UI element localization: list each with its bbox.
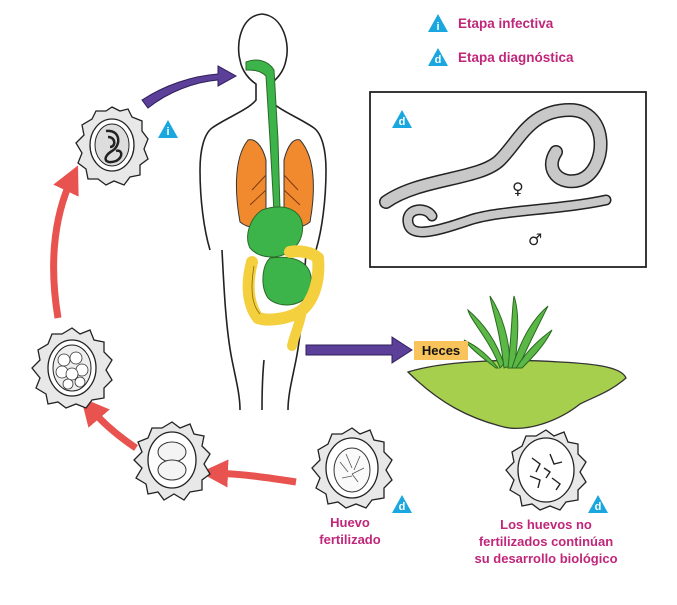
- arrow-fertilized-to-embryo: [200, 459, 297, 488]
- legend-diagnostic-label: Etapa diagnóstica: [458, 50, 574, 65]
- unfertilized-caption-line: su desarrollo biológico: [474, 551, 618, 566]
- legend-infective-letter: i: [436, 21, 439, 33]
- female-symbol: ♀: [512, 179, 524, 198]
- diagnostic-worm-marker: d: [392, 110, 412, 128]
- arrow-egg-to-larva: [50, 165, 79, 319]
- unfertilized-caption-line: fertilizados continúan: [478, 534, 614, 549]
- digestive-tract: [245, 59, 312, 306]
- large-intestine: [242, 245, 325, 351]
- arrow-embryo-to-morula: [80, 397, 138, 451]
- egg-unfertilized: [505, 429, 587, 511]
- egg-fertilized: [311, 427, 393, 509]
- diagnostic-fertilized-marker: d: [392, 495, 412, 513]
- egg-two-cell: [133, 421, 211, 501]
- unfertilized-caption-line: Los huevos no: [500, 517, 592, 532]
- svg-text:d: d: [399, 116, 406, 128]
- unfertilized-egg-caption: Los huevos no fertilizados continúan su …: [446, 516, 646, 567]
- legend-diagnostic-icon: d: [428, 48, 448, 66]
- adult-worms-panel: [369, 91, 647, 268]
- arrow-to-mouth: [141, 65, 238, 109]
- fertilized-caption-line: fertilizado: [319, 532, 381, 547]
- egg-larva: [75, 106, 149, 186]
- legend-diagnostic-letter: d: [435, 54, 442, 66]
- fertilized-egg-caption: Huevo fertilizado: [300, 514, 400, 548]
- male-symbol: ♂: [528, 230, 542, 249]
- infective-stage-marker: i: [158, 120, 178, 138]
- diagnostic-unfertilized-marker: d: [588, 495, 608, 513]
- svg-text:i: i: [166, 126, 169, 138]
- soil-with-grass: [406, 295, 627, 429]
- fertilized-caption-line: Huevo: [330, 515, 370, 530]
- egg-morula: [31, 327, 113, 409]
- legend-infective-label: Etapa infectiva: [458, 16, 554, 31]
- svg-text:d: d: [595, 501, 602, 513]
- arrow-to-feces: [305, 336, 413, 364]
- legend-infective-icon: i: [428, 14, 448, 33]
- heces-label: Heces: [414, 341, 468, 360]
- svg-text:d: d: [399, 501, 406, 513]
- lungs: [235, 139, 314, 228]
